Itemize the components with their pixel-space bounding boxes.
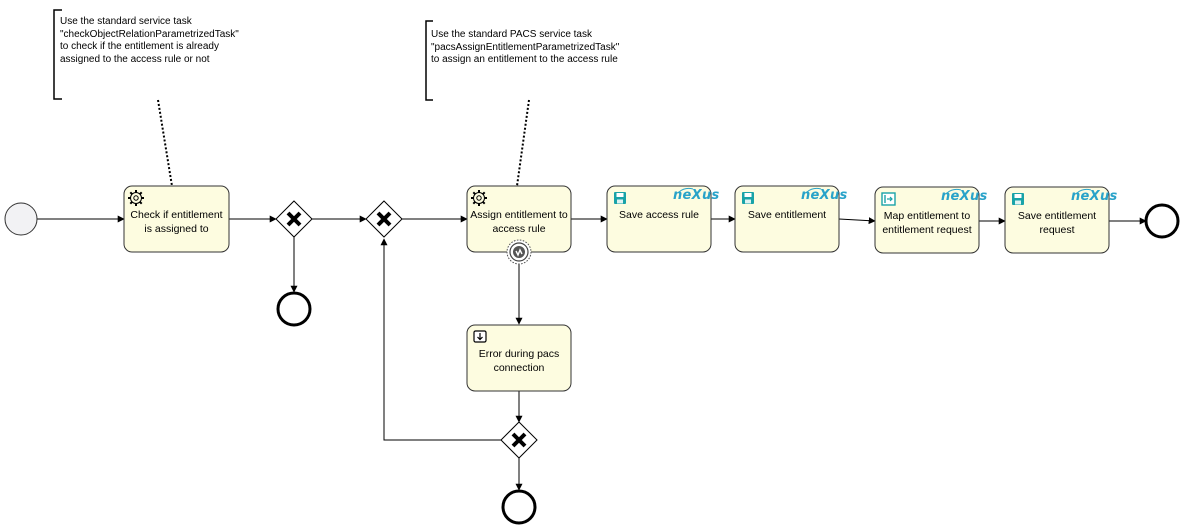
annotation-line: Use the standard service task [60, 16, 192, 27]
task-map-entitlement-label: Map entitlement to entitlement request [882, 210, 972, 236]
task-save-entitlement-request-label: Save entitlement request [1017, 210, 1097, 236]
end-event-not-assigned[interactable] [276, 291, 312, 327]
annotation-line: assigned to the access rule or not [60, 53, 210, 65]
annotation-line: "checkObjectRelationParametrizedTask" [60, 28, 239, 40]
nexus-logo: neXus [673, 188, 720, 203]
task-error-pacs[interactable] [466, 324, 572, 392]
save-icon [1012, 193, 1024, 205]
download-icon [473, 330, 487, 343]
flow-gw3-to-gw2-loop [380, 238, 501, 441]
task-save-access-rule[interactable] [606, 185, 712, 253]
task-check-label: Check if entitlement is assigned to [130, 209, 223, 235]
nexus-logo-swirl [678, 187, 1092, 194]
task-save-entitlement-label: Save entitlement [747, 209, 827, 221]
gear-icon [471, 190, 487, 206]
nexus-logo: neXus [801, 188, 848, 203]
flow-saveent-to-map [838, 217, 876, 225]
annotation-check-text: Use the standard service task "checkObje… [60, 16, 239, 66]
task-assign-label: Assign entitlement to access rule [470, 209, 568, 235]
annotation-bracket-assign [425, 20, 433, 101]
end-event-success[interactable] [1144, 203, 1180, 239]
task-map-entitlement[interactable] [874, 186, 980, 254]
gear-icon [128, 190, 144, 206]
task-save-access-rule-label: Save access rule [619, 209, 699, 221]
annotation-assign-text: Use the standard PACS service task "pacs… [431, 29, 619, 67]
annotation-line: to assign an entitlement to the access r… [431, 54, 618, 65]
nexus-logo: neXus [1071, 189, 1118, 204]
nexus-logo: neXus [941, 189, 988, 204]
task-check-entitlement[interactable] [123, 185, 230, 253]
exclusive-gateway-3[interactable] [500, 421, 538, 459]
end-event-error[interactable] [501, 489, 537, 525]
task-save-entitlement[interactable] [734, 185, 840, 253]
task-save-entitlement-request[interactable] [1004, 186, 1110, 254]
save-icon [742, 192, 754, 204]
exclusive-gateway-1[interactable] [275, 200, 313, 238]
start-event[interactable] [4, 202, 38, 236]
association-assign [516, 99, 530, 187]
task-error-pacs-label: Error during pacs connection [478, 348, 560, 374]
annotation-line: Use the standard PACS service task [431, 29, 592, 40]
annotation-line: "pacsAssignEntitlementParametrizedTask" [431, 41, 620, 53]
exclusive-gateway-2[interactable] [365, 200, 403, 238]
boundary-error-event[interactable] [506, 239, 532, 265]
save-icon [614, 192, 626, 204]
association-check [157, 99, 173, 187]
annotation-line: to check if the entitlement is already [60, 41, 219, 52]
annotation-bracket-check [53, 9, 62, 100]
map-icon [881, 192, 896, 206]
